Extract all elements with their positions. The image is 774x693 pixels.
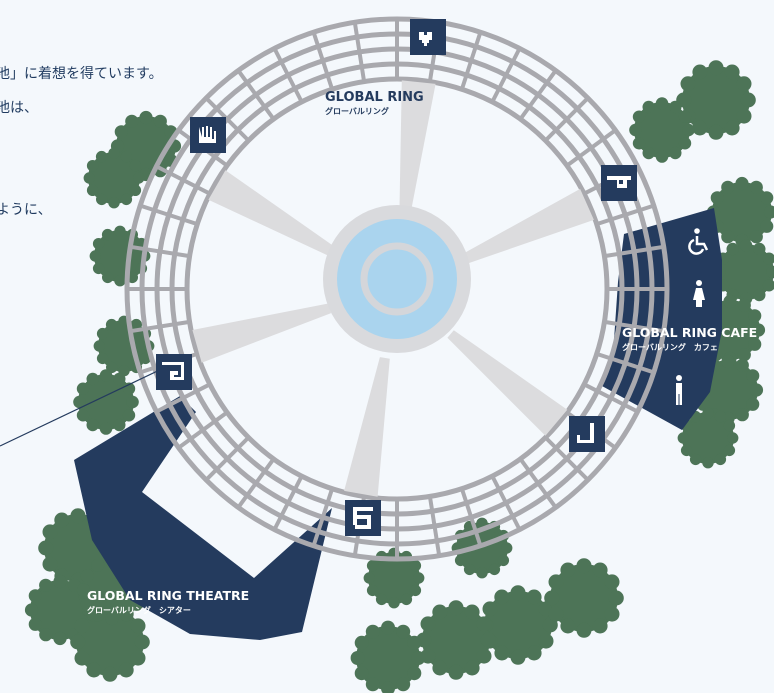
hand-gate-icon[interactable] [190,117,226,153]
ring-spoke [399,80,436,220]
ring-spokes [192,80,594,497]
ring-crosstie [139,203,198,227]
intro-text-line-2: 池は、 [0,100,38,116]
ring-crosstie [311,488,335,547]
tree [544,558,624,638]
ring-crosstie [518,457,558,509]
cafe-label: GLOBAL RING CAFE [622,325,757,340]
tree [677,407,739,469]
tree [416,600,496,680]
ring-crosstie [155,164,211,196]
cafe-gate-icon[interactable] [601,165,637,201]
pond-inner-ring [360,242,434,316]
flame-gate-icon[interactable] [345,500,381,536]
tree [629,97,695,163]
ring-crosstie [518,69,558,121]
ring-crosstie [596,351,655,375]
ring-crosstie [352,21,367,82]
ring-crosstie [544,96,590,142]
leader-line [0,365,169,447]
ring-crosstie [459,488,483,547]
heart-gate-icon[interactable] [410,19,446,55]
tree [70,602,150,682]
ring-crosstie [544,436,590,482]
wheelchair-icon [688,228,709,255]
ring-crosstie [490,47,522,103]
ring-spoke [458,188,594,266]
ring-crosstie [565,128,617,168]
intro-text-line-1: 池」に着想を得ています。 [0,66,163,82]
tree [713,239,774,305]
tree [478,585,558,665]
ring-crosstie [459,31,483,90]
theatre-label: GLOBAL RING THEATRE [87,588,249,603]
tree [350,620,426,693]
mens-restroom-icon [676,375,682,405]
cafe-label-kana: グローバルリング カフェ [622,342,718,352]
theatre-label-kana: グローバルリング シアター [87,605,191,615]
ground-gate-icon[interactable] [569,416,605,452]
theatre-area[interactable] [74,396,332,640]
ring-crosstie [204,436,250,482]
ring-crosstie [604,319,665,334]
ring-crosstie [427,496,442,557]
ring-crosstie [272,475,304,531]
ring-crosstie [236,457,276,509]
ring-spoke [447,330,568,436]
ring-label: GLOBAL RING [325,90,424,105]
tree [83,147,145,209]
ring-crosstie [155,382,211,414]
tree [76,554,148,626]
ring-crosstie [204,96,250,142]
tree [676,60,756,140]
pond-gate-icon[interactable] [156,354,192,390]
tree [451,517,513,579]
intro-text-line-3: ように、 [0,202,52,218]
ring-crosstie [129,244,190,259]
ring-crosstie [272,47,304,103]
ring-spoke [208,170,339,259]
ring-crosstie [490,475,522,531]
tree-group [24,60,774,693]
ring-crosstie [583,382,639,414]
ring-crosstie [236,69,276,121]
ring-label-kana: グローバルリング [325,106,389,116]
tree [73,369,139,435]
ring-spoke [192,303,332,363]
ring-crosstie [604,244,665,259]
ring-spoke [344,357,390,497]
cafe-area[interactable] [602,208,722,430]
womens-restroom-icon [693,280,705,307]
ring-crosstie [311,31,335,90]
ring-crosstie [129,319,190,334]
ring-crosstie [177,410,229,450]
ring-crosstie [596,203,655,227]
